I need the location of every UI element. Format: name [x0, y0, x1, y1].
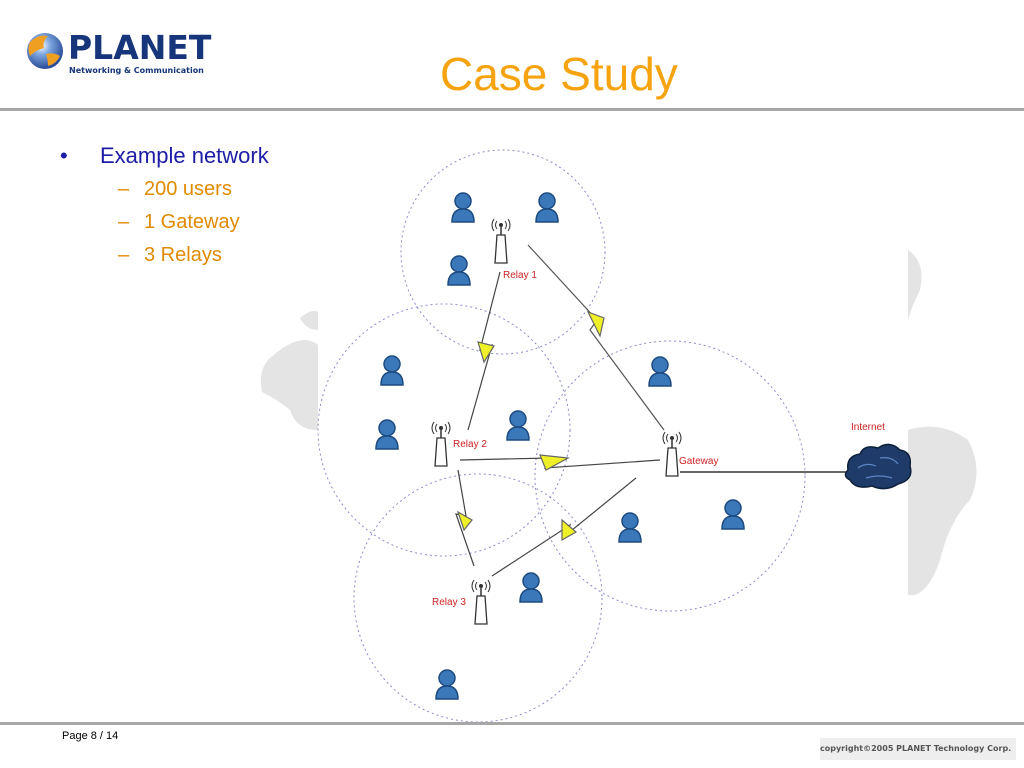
brand-name: PLANET	[68, 28, 212, 67]
sub-item-text: 200 users	[144, 178, 232, 200]
user-icon	[435, 669, 459, 700]
dash-icon: –	[118, 178, 130, 200]
world-map-background	[260, 250, 977, 595]
bullet-dot-icon: •	[60, 143, 68, 168]
user-icon	[648, 356, 672, 387]
relay3-antenna-icon	[471, 579, 491, 625]
user-icon	[447, 255, 471, 286]
page-number: Page 8 / 14	[62, 730, 119, 742]
slide-title: Case Study	[440, 48, 678, 100]
coverage-circle-gateway	[534, 340, 806, 612]
sub-item-text: 1 Gateway	[144, 211, 240, 233]
lightning-icon	[539, 454, 570, 471]
user-icon	[506, 410, 530, 441]
internet-cloud-icon	[844, 443, 912, 490]
copyright-text: copyright©2005 PLANET Technology Corp.	[820, 738, 1016, 760]
user-icon	[618, 512, 642, 543]
planet-logo: PLANET Networking & Communication	[24, 28, 211, 78]
user-icon	[375, 419, 399, 450]
lightning-icon	[561, 518, 578, 542]
user-icon	[451, 192, 475, 223]
sub-item-text: 3 Relays	[144, 244, 222, 266]
user-icon	[380, 355, 404, 386]
sub-item-users: –200 users	[118, 176, 232, 202]
globe-logo-icon	[27, 33, 63, 69]
relay1-label: Relay 1	[503, 270, 537, 281]
user-icon	[519, 572, 543, 603]
sub-item-relays: –3 Relays	[118, 242, 222, 268]
dash-icon: –	[118, 244, 130, 266]
sub-item-gateway: –1 Gateway	[118, 209, 240, 235]
relay3-label: Relay 3	[432, 597, 466, 608]
coverage-circle-relay1	[400, 149, 606, 355]
bullet-item: • Example network	[60, 142, 269, 170]
brand-tagline: Networking & Communication	[69, 66, 204, 75]
lightning-icon	[456, 510, 473, 532]
bullet-text: Example network	[100, 143, 269, 168]
gateway-label: Gateway	[679, 456, 718, 467]
internet-label: Internet	[851, 422, 885, 433]
coverage-circle-relay2	[317, 303, 571, 557]
footer-divider	[0, 722, 1024, 725]
header-divider	[0, 108, 1024, 111]
coverage-circle-relay3	[353, 473, 603, 723]
relay1-antenna-icon	[491, 218, 511, 264]
gateway-antenna-icon	[662, 431, 682, 477]
lightning-icon	[477, 341, 495, 364]
relay2-antenna-icon	[431, 421, 451, 467]
wireless-link-relay1-gateway	[527, 244, 665, 431]
user-icon	[721, 499, 745, 530]
dash-icon: –	[118, 211, 130, 233]
lightning-icon	[586, 310, 605, 338]
users-group	[375, 192, 745, 700]
user-icon	[535, 192, 559, 223]
relay2-label: Relay 2	[453, 439, 487, 450]
